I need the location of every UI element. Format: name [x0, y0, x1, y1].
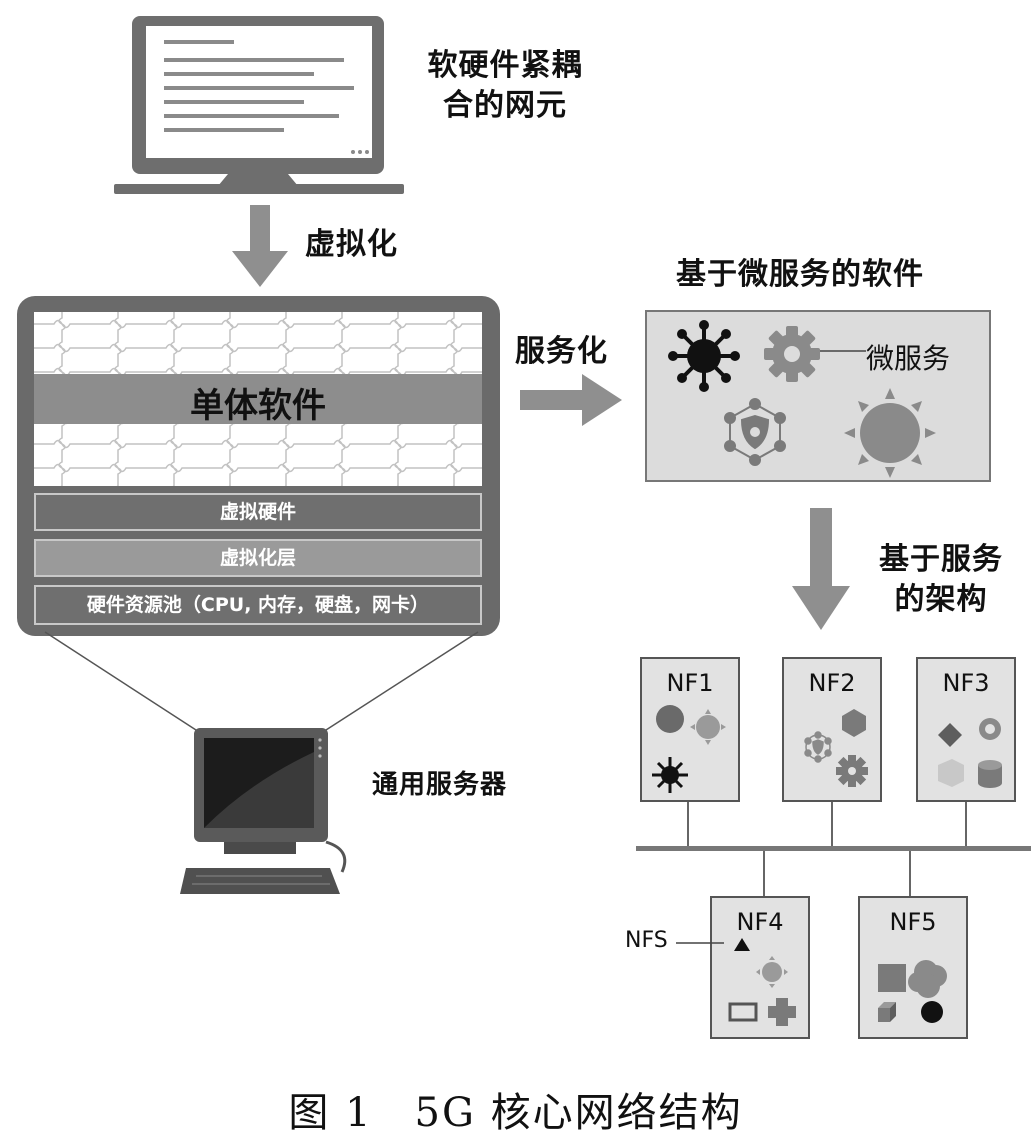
cylinder-icon [978, 760, 1002, 788]
nf1-icons [652, 705, 726, 793]
nf5-icons [878, 960, 947, 1023]
service-bus [636, 800, 1031, 896]
sba-arrow-icon [792, 508, 850, 630]
gear-icon [836, 755, 868, 787]
shield-network-icon [804, 731, 832, 763]
generic-server-icon [180, 728, 347, 894]
nf2-icons [804, 709, 868, 787]
nf1-box: NF1 [640, 657, 740, 802]
cross-icon [768, 998, 796, 1026]
servitization-arrow-icon [520, 374, 622, 426]
shield-network-icon [724, 398, 786, 466]
puzzle-texture [34, 312, 482, 486]
legacy-ne-monitor-icon [114, 16, 404, 194]
microservice-label: 微服务 [866, 342, 951, 375]
circle-icon [921, 1001, 943, 1023]
virtual-hardware-bar: 虚拟硬件 [34, 493, 482, 531]
virtualization-layer-bar: 虚拟化层 [34, 539, 482, 577]
sun-icon [756, 956, 788, 988]
sba-label-line2: 的架构 [894, 582, 988, 617]
nf3-label: NF3 [942, 669, 990, 697]
sba-label-line1: 基于服务 [879, 542, 1003, 577]
square-icon [878, 964, 906, 992]
nf1-label: NF1 [666, 669, 714, 697]
nf4-icons [728, 938, 796, 1026]
diamond-icon [938, 723, 962, 747]
virtualization-label: 虚拟化 [305, 227, 398, 262]
generic-server-label: 通用服务器 [372, 770, 508, 800]
blob-icon [908, 960, 947, 998]
nf4-label: NF4 [736, 908, 784, 936]
nf5-box: NF5 [858, 896, 968, 1039]
circle-icon [656, 705, 684, 733]
nf2-box: NF2 [782, 657, 882, 802]
nfs-label: NFS [625, 928, 668, 953]
cube-icon [878, 1002, 896, 1022]
coupled-ne-label-line1: 软硬件紧耦 [427, 48, 583, 83]
microservice-callout-line [820, 350, 866, 352]
nf5-label: NF5 [889, 908, 937, 936]
nf4-box: NF4 [710, 896, 810, 1039]
virtualization-arrow-icon [232, 205, 288, 287]
nf2-label: NF2 [808, 669, 856, 697]
gear-icon [764, 326, 820, 382]
virus-icon [668, 320, 740, 392]
nf3-icons [938, 718, 1002, 788]
microservice-software-title: 基于微服务的软件 [676, 257, 924, 292]
figure-caption: 图 1 5G 核心网络结构 [288, 1090, 743, 1136]
projection-lines [44, 631, 479, 731]
nfs-callout-line [676, 942, 724, 944]
sun-icon [844, 388, 936, 478]
servitization-label: 服务化 [515, 334, 608, 369]
coupled-ne-label-line2: 合的网元 [443, 88, 567, 123]
hardware-pool-bar: 硬件资源池（CPU, 内存，硬盘，网卡） [34, 585, 482, 625]
hexagon-icon [842, 709, 866, 737]
rectangle-icon [728, 1002, 758, 1022]
triangle-icon [734, 938, 750, 951]
sun-icon [690, 709, 726, 745]
hexagon-icon [938, 759, 964, 787]
monolithic-software-label: 单体软件 [190, 386, 326, 426]
nf3-box: NF3 [916, 657, 1016, 802]
